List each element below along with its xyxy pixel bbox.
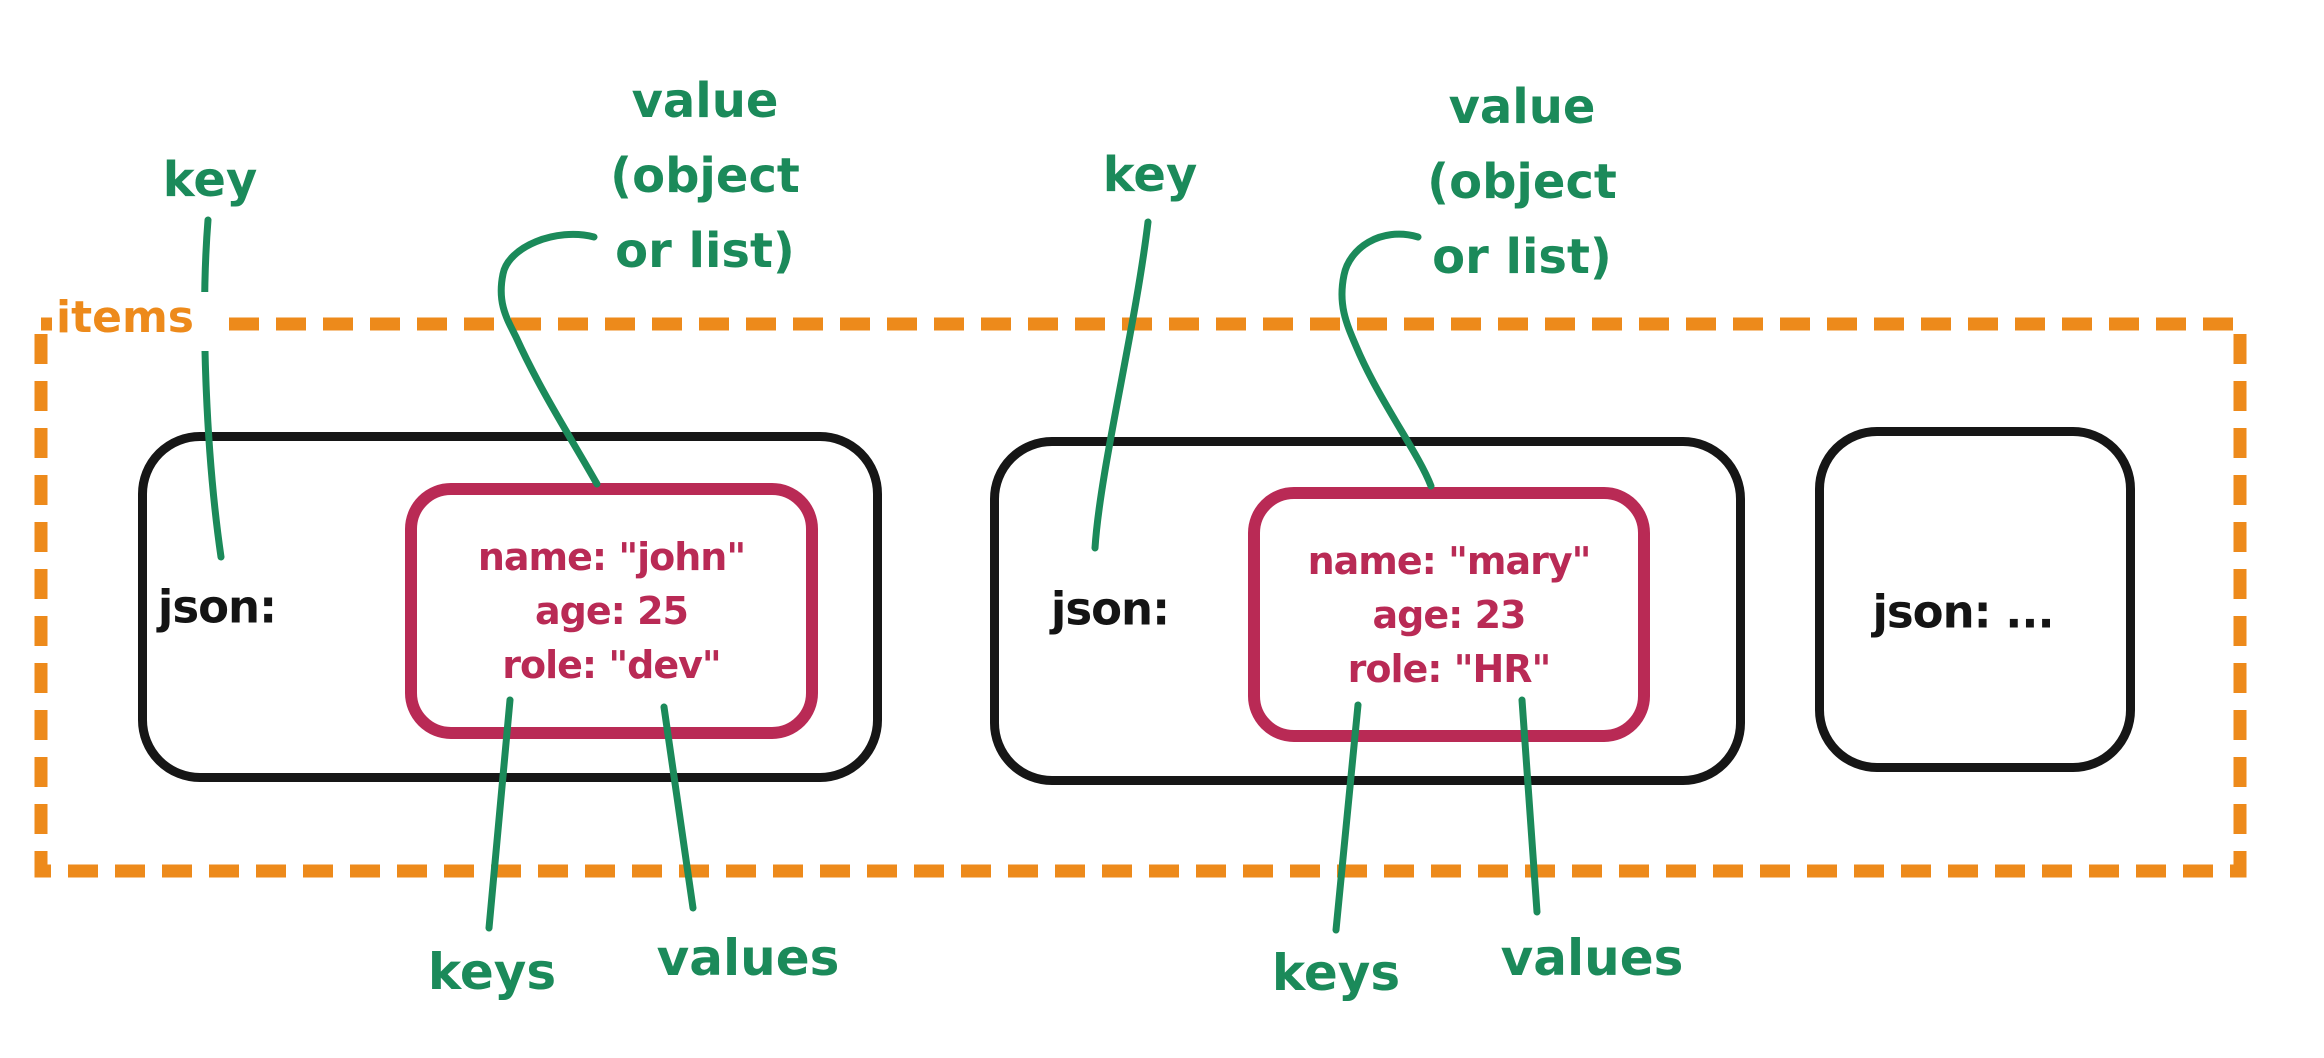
field-role-2: role: "HR" (1347, 646, 1552, 691)
value-annotation-1-line-3: or list) (615, 223, 795, 279)
values-annotation-2: values (1500, 929, 1684, 987)
json-key-label-1: json: (157, 580, 277, 634)
value-annotation-2: value (object or list) (1427, 70, 1617, 295)
value-annotation-2-line-2: (object (1427, 154, 1617, 210)
json-key-label-2: json: (1050, 582, 1170, 636)
value-annotation-1-line-1: value (631, 73, 779, 129)
json-key-ellipsis-label-3: json: ... (1872, 585, 2054, 639)
value-object-box-2: name: "mary" age: 23 role: "HR" (1248, 487, 1650, 742)
value-object-box-1: name: "john" age: 25 role: "dev" (405, 483, 818, 739)
field-age-1: age: 25 (535, 589, 689, 633)
key-annotation-1: key (162, 152, 258, 208)
keys-annotation-2: keys (1271, 944, 1401, 1002)
value-annotation-1: value (object or list) (610, 64, 800, 289)
field-name-2: name: "mary" (1307, 538, 1592, 583)
field-role-1: role: "dev" (502, 643, 721, 687)
value-annotation-1-line-2: (object (610, 148, 800, 204)
value-annotation-2-line-3: or list) (1432, 229, 1612, 285)
key-annotation-2: key (1102, 147, 1198, 203)
values-annotation-1: values (656, 929, 840, 987)
items-boundary-label: items (52, 292, 212, 351)
value-annotation-2-line-1: value (1448, 79, 1596, 135)
field-age-2: age: 23 (1372, 592, 1527, 637)
keys-annotation-1: keys (427, 943, 557, 1001)
field-name-1: name: "john" (477, 535, 746, 579)
